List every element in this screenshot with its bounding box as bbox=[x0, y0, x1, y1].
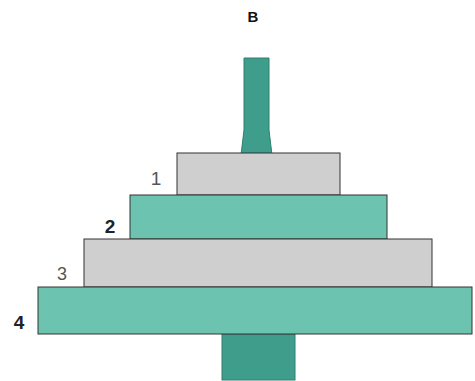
peg bbox=[241, 58, 272, 155]
disk-number: 2 bbox=[105, 217, 116, 236]
disk-number: 4 bbox=[14, 313, 25, 332]
disk bbox=[130, 195, 387, 239]
disk-number: 1 bbox=[151, 169, 162, 188]
disk bbox=[177, 153, 340, 195]
peg-base bbox=[222, 334, 295, 380]
disk bbox=[84, 239, 432, 287]
peg-name: B bbox=[248, 9, 259, 24]
disk-number: 3 bbox=[57, 265, 67, 283]
disk bbox=[38, 287, 472, 334]
